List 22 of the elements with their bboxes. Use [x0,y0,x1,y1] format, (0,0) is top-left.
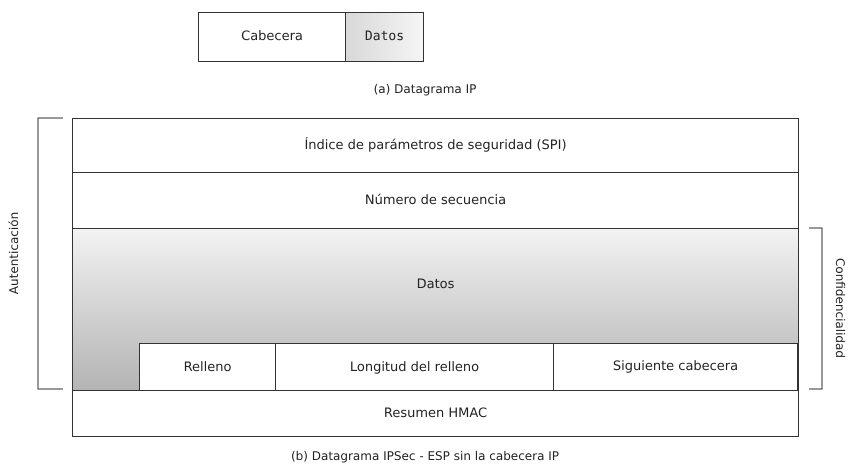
caption: (a) Datagrama IP [372,81,478,98]
caption: (b) Datagrama IPSec - ESP sin la cabecera IP [290,448,560,465]
field-label: Resumen HMAC [384,404,488,423]
field-label: Cabecera [241,28,303,46]
field-box [72,172,799,229]
field-box [553,343,798,391]
field-box [139,343,276,392]
bracket-label: Confidencialidad [832,258,848,358]
field-label: Datos [364,28,404,46]
field-box [72,118,799,173]
field-box [72,390,799,437]
field-box [345,12,424,62]
field-label: Relleno [184,358,232,377]
field-box [72,228,799,391]
bracket-label: Autenticación [6,212,22,294]
field-label: Longitud del relleno [350,358,480,377]
field-box [198,12,346,62]
field-label: Índice de parámetros de seguridad (SPI) [304,136,567,155]
field-box [275,343,554,392]
field-label: Siguiente cabecera [612,358,738,376]
field-label: Datos [416,276,454,294]
field-label: Número de secuencia [364,192,506,210]
